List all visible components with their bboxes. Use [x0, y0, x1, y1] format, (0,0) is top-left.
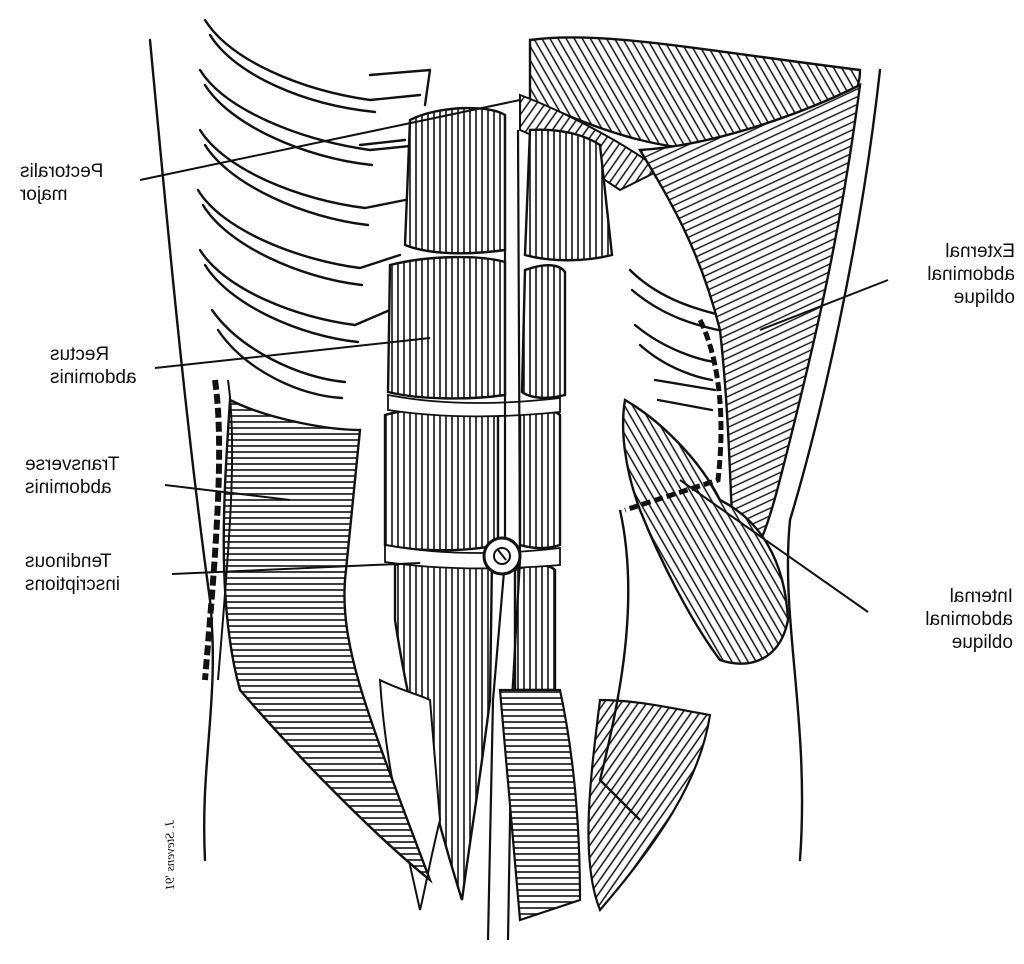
rectus-right-3 [518, 409, 562, 550]
torso-outline-right [786, 68, 882, 862]
label-transverse-abdominis: Transverse abdominis [25, 454, 120, 498]
label-rectus-abdominis: Rectus abdominis [50, 344, 137, 388]
leader-tendinous [171, 562, 421, 575]
torso-outline-left [148, 38, 214, 862]
aponeurosis-edge [598, 509, 641, 821]
transverse-abdominis [222, 398, 433, 884]
artist-signature: J. Stevens '91 [162, 820, 177, 891]
rectus-left-2 [386, 255, 507, 400]
leader-external [759, 279, 889, 331]
linea-alba-left [486, 115, 507, 941]
label-pectoralis-major: Pectoralis major [20, 161, 104, 205]
lower-oblique-band [587, 698, 712, 913]
rectus-left-3 [383, 405, 500, 552]
inscription-1 [387, 393, 561, 418]
sheath-lower-left [378, 678, 442, 911]
rectus-right-2 [520, 264, 567, 400]
external-oblique [637, 82, 862, 572]
leader-rectus [154, 337, 431, 369]
rectus-right-4 [513, 563, 557, 692]
rectus-right-upper [523, 128, 614, 262]
rectus-left-upper [403, 106, 507, 255]
label-external-oblique: External abdominal oblique [927, 241, 1015, 308]
rib-cage [196, 18, 432, 400]
rib-window [628, 268, 722, 412]
leader-internal [679, 479, 869, 613]
leader-pectoralis [139, 99, 521, 181]
rectus-sheath-flap [498, 688, 582, 922]
label-internal-oblique: Internal abdominal oblique [925, 586, 1013, 653]
leader-transverse [164, 484, 291, 501]
label-tendinous-inscriptions: Tendinous inscriptions [25, 551, 121, 595]
linea-alba-right [506, 129, 522, 941]
costal-cartilage-left [202, 379, 223, 681]
internal-oblique [621, 398, 790, 665]
